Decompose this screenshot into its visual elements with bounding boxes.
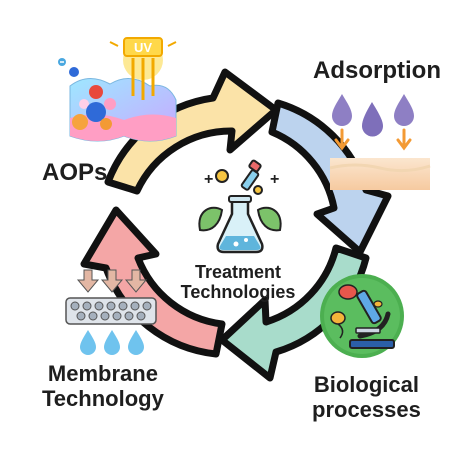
center-title-line2: Technologies: [180, 282, 296, 303]
adsorption-label: Adsorption: [313, 57, 441, 84]
biological-label-line2: processes: [312, 396, 421, 422]
microscope-bacteria-icon: [320, 274, 404, 358]
water-drops-adsorbent-icon: [329, 94, 431, 190]
center-title: Treatment Technologies: [174, 262, 302, 302]
aops-label: AOPs: [42, 159, 108, 186]
svg-text:+: +: [270, 171, 279, 188]
uv-badge-label: UV: [134, 40, 152, 55]
beaker-with-leaves-icon: + +: [198, 159, 282, 254]
membrane-label-line2: Technology: [42, 385, 164, 411]
membrane-technology-label: Membrane Technology: [42, 361, 164, 411]
uv-lamp-water-molecules-icon: UV: [58, 37, 177, 142]
center-title-line1: Treatment: [194, 262, 282, 282]
membrane-label-line1: Membrane: [47, 361, 158, 386]
biological-processes-label: Biological processes: [312, 372, 421, 422]
membrane-filter-drops-icon: [65, 269, 157, 355]
biological-label-line1: Biological: [313, 372, 419, 397]
membrane-arrow-segment: [80, 206, 226, 358]
svg-text:+: +: [204, 171, 213, 188]
